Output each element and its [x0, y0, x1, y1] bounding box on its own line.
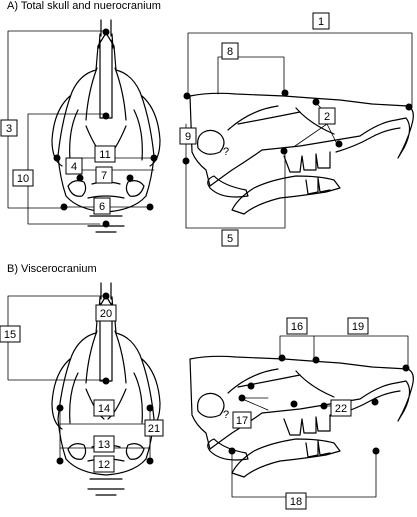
- panel-b-lateral-landmarks: [228, 354, 410, 455]
- measurement-label-17: 17: [232, 411, 252, 429]
- panel-a-title: A) Total skull and nuerocranium: [7, 0, 161, 12]
- measurement-label-14: 14: [93, 399, 115, 417]
- measurement-label-16: 16: [286, 317, 308, 335]
- panel-b-title: B) Viscerocranium: [7, 263, 97, 275]
- measurement-label-5: 5: [221, 229, 239, 247]
- svg-text:7: 7: [101, 170, 107, 182]
- panel-b-dorsal-guides: [7, 295, 151, 461]
- svg-text:8: 8: [227, 46, 233, 58]
- svg-text:20: 20: [100, 308, 112, 320]
- svg-text:5: 5: [227, 233, 233, 245]
- measurement-label-3: 3: [0, 119, 18, 137]
- svg-text:15: 15: [4, 329, 16, 341]
- svg-text:13: 13: [98, 439, 110, 451]
- measurement-label-2: 2: [318, 107, 336, 125]
- measurement-label-22: 22: [330, 399, 352, 417]
- svg-text:2: 2: [324, 111, 330, 123]
- measurement-label-8: 8: [221, 42, 239, 60]
- measurement-label-4: 4: [65, 157, 83, 175]
- measurement-label-1: 1: [312, 12, 330, 30]
- svg-text:11: 11: [99, 149, 110, 161]
- svg-text:21: 21: [148, 423, 160, 435]
- panel-a-dorsal-landmarks: [53, 28, 158, 228]
- panel-a-lateral-landmarks: [182, 89, 413, 165]
- svg-text:9: 9: [185, 131, 191, 143]
- svg-text:12: 12: [98, 459, 110, 471]
- measurement-labels: 1 2 3 4 5 6 7 8 9 10 11 12 13 14 15 16 1…: [0, 12, 369, 510]
- svg-text:4: 4: [71, 161, 77, 173]
- measurement-label-9: 9: [179, 127, 197, 145]
- measurement-label-13: 13: [93, 435, 115, 453]
- measurement-label-12: 12: [93, 455, 115, 473]
- measurement-label-10: 10: [12, 169, 34, 187]
- measurement-label-18: 18: [285, 492, 307, 510]
- measurement-label-19: 19: [347, 317, 369, 335]
- measurement-label-11: 11: [94, 145, 116, 163]
- measurement-label-15: 15: [0, 325, 21, 343]
- svg-text:14: 14: [98, 403, 110, 415]
- measurement-label-20: 20: [95, 304, 117, 322]
- panel-a-lateral-skull: [189, 92, 414, 215]
- measurement-label-21: 21: [144, 419, 164, 437]
- svg-text:6: 6: [99, 201, 105, 213]
- svg-text:3: 3: [6, 123, 12, 135]
- svg-text:18: 18: [290, 496, 302, 508]
- measurement-label-6: 6: [93, 197, 111, 215]
- panel-a-dorsal-guides: [7, 30, 155, 225]
- panel-b-lateral-guides: [231, 335, 409, 498]
- panel-a-lateral-guides: [185, 32, 413, 229]
- svg-text:1: 1: [318, 16, 324, 28]
- svg-text:17: 17: [236, 415, 248, 427]
- measurement-label-7: 7: [95, 166, 113, 184]
- svg-text:16: 16: [291, 321, 303, 333]
- panel-b-question-mark: ?: [223, 409, 229, 421]
- svg-text:22: 22: [335, 403, 347, 415]
- svg-text:10: 10: [17, 173, 29, 185]
- svg-text:19: 19: [352, 321, 364, 333]
- panel-a-question-mark: ?: [223, 146, 229, 158]
